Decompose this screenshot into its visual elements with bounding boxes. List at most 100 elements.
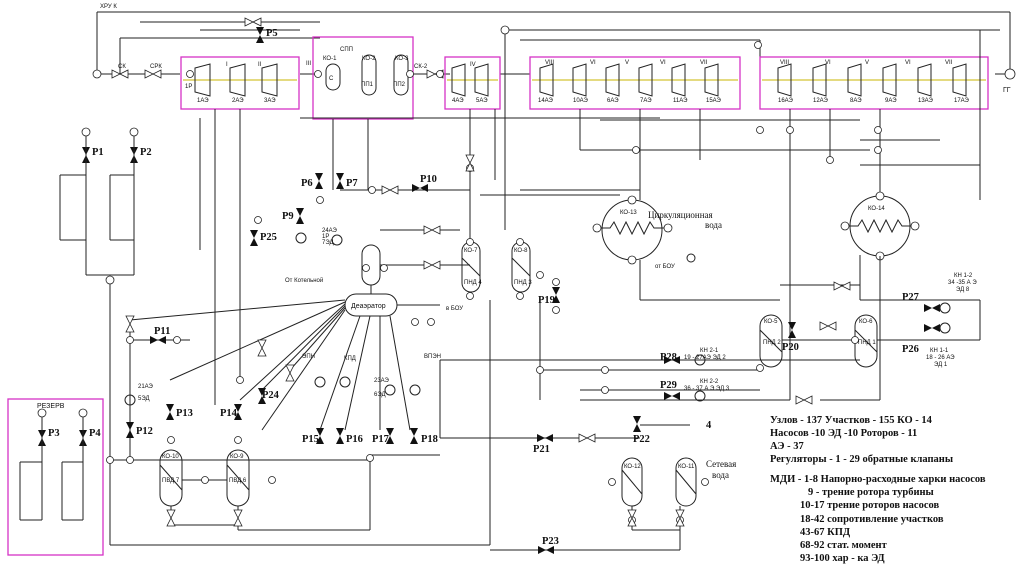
g5-cell-6: 17АЭ: [954, 98, 970, 104]
g4-cell-1: 14АЭ: [538, 98, 554, 104]
ko9-label: КО-9: [230, 454, 244, 460]
ko14-label: КО-14: [868, 206, 885, 212]
regulator-P27: P27: [902, 292, 919, 303]
turbine-group-1: 1Р 1АЭ 2АЭ 3АЭ I II: [180, 56, 300, 110]
regulator-P28: P28: [660, 352, 677, 363]
srk-label: СРК: [150, 64, 162, 70]
kn12-sub: 34 -35 А Э: [948, 280, 977, 286]
kn12-ed: ЭД 8: [956, 287, 970, 293]
regulator-P19: P19: [538, 295, 555, 306]
g4-cell-4: 7АЭ: [640, 98, 652, 104]
g1-cell-3: 2АЭ: [232, 98, 244, 104]
regulator-P15: P15: [302, 434, 319, 445]
g4-cell-2: 10АЭ: [573, 98, 589, 104]
regulator-P11: P11: [154, 326, 170, 337]
top-labels: ХРУ К СК СРК СПП СК-2 III IV: [100, 4, 476, 70]
heater-ko11: КО-11 Сетевая вода: [675, 457, 736, 507]
regulator-P17: P17: [372, 434, 389, 445]
mdi-line-2: 10-17 трение роторов насосов: [800, 500, 940, 512]
legend: Узлов - 137 Участков - 155 КО - 14 Насос…: [770, 414, 1020, 565]
main-steam-line: [96, 11, 1015, 230]
g2-cell-1: С: [329, 76, 334, 82]
condenser-ko14: КО-14: [840, 191, 920, 261]
regulator-P22: P22: [633, 434, 650, 445]
kn22-sub: 36 - 37 А Э ЭД 3: [684, 386, 730, 392]
kn12-label: КН 1-2: [954, 273, 973, 279]
top-valves: [92, 17, 1016, 80]
g3-cell-1: 4АЭ: [452, 98, 464, 104]
ep-label: ЭПН: [302, 354, 315, 360]
kn21-label: КН 2-1: [700, 348, 719, 354]
g5-roman-1: VIII: [780, 60, 789, 66]
reserve-label: РЕЗЕРВ: [37, 403, 65, 410]
valves-misc: [125, 154, 851, 527]
sk-label: СК: [118, 64, 126, 70]
hpu-label: ХРУ К: [100, 4, 117, 10]
regulator-P13: P13: [176, 408, 193, 419]
mdi-line-3: 18-42 сопротивление участков: [800, 513, 944, 525]
g2-label-3: КО-3: [395, 56, 409, 62]
regulator-P20: P20: [782, 342, 799, 353]
ko5-label: КО-5: [764, 319, 778, 325]
network-water-label: Сетевая: [706, 459, 736, 469]
from-boiler-label: От Котельной: [285, 277, 323, 284]
vpn-label: ВПЭН: [424, 354, 441, 360]
turbine-group-5: 16АЭ 12АЭ 8АЭ 9АЭ 13АЭ 17АЭ VIII VI V VI…: [759, 56, 989, 110]
regulator-P5: P5: [266, 28, 278, 39]
turbine-group-3: 4АЭ 5АЭ: [444, 56, 501, 110]
pump-5ed: 5ЭД: [138, 396, 150, 402]
g4-cell-6: 15АЭ: [706, 98, 722, 104]
deaerator: Деаэратор в БОУ: [344, 229, 470, 317]
heater-pnd3: ПНД 3 КО-8: [511, 241, 532, 293]
kn21-sub: 19 - 27АЭ ЭД 2: [684, 355, 726, 361]
regulator-P3: P3: [48, 428, 60, 439]
regulator-P7: P7: [346, 178, 358, 189]
pump-24ae: 24АЭ: [322, 228, 338, 234]
circ-water-label: Циркуляционная: [648, 210, 713, 220]
g4-cell-5: 11АЭ: [673, 98, 688, 104]
turbine-group-2: С ПП1 ПП2 КО-1 КО-2 КО-3: [312, 36, 414, 120]
kn11-label: КН 1-1: [930, 348, 949, 354]
regulator-P4: P4: [89, 428, 101, 439]
g1-roman-1: I: [226, 62, 228, 68]
ko11-label: КО-11: [678, 464, 695, 470]
heater-ko12: КО-12: [621, 457, 643, 507]
ko6-label: КО-6: [859, 319, 873, 325]
ig-label: ГГ: [1003, 87, 1011, 94]
ko13-label: КО-13: [620, 210, 637, 216]
heater-pvd7: ПВД 7 КО-10: [159, 449, 183, 507]
kpd-label: КПД: [344, 356, 356, 362]
regulator-P16: P16: [346, 434, 363, 445]
g5-cell-1: 16АЭ: [778, 98, 794, 104]
left-branches: [59, 127, 139, 285]
g3-cell-2: 5АЭ: [476, 98, 488, 104]
from-bou-label: от БОУ: [655, 264, 675, 270]
regulator-P29: P29: [660, 380, 677, 391]
pnd3-label: ПНД 3: [514, 280, 532, 286]
pvd6-label: ПВД 6: [229, 478, 247, 484]
circ-water-label-2: вода: [705, 220, 722, 230]
regulator-P21: P21: [533, 444, 550, 455]
lower-piping: [109, 255, 981, 551]
regulator-P2: P2: [140, 147, 152, 158]
g4-cell-3: 6АЭ: [607, 98, 619, 104]
regulator-P23: P23: [542, 536, 559, 547]
pump-7ed: 7ЭД: [322, 240, 334, 246]
ko8-label: КО-8: [514, 248, 528, 254]
g5-cell-2: 12АЭ: [813, 98, 829, 104]
regulator-P24: P24: [262, 390, 280, 401]
mdi-line-6: 93-100 хар - ка ЭД: [800, 553, 885, 565]
g1-roman-2: II: [258, 62, 262, 68]
ko12-label: КО-12: [624, 464, 641, 470]
g4-roman-3: V: [625, 60, 629, 66]
regulator-P14: P14: [220, 408, 238, 419]
pump-21ae: 21АЭ: [138, 384, 154, 390]
regulator-P9: P9: [282, 211, 294, 222]
legend-line-2: Насосов -10 ЭД -10 Роторов - 11: [770, 428, 918, 439]
regulator-P1: P1: [92, 147, 104, 158]
roman-III: III: [306, 61, 311, 67]
g1-cell-2: 1АЭ: [197, 98, 209, 104]
reserve-block: РЕЗЕРВ: [7, 398, 104, 556]
regulator-P6: P6: [301, 178, 313, 189]
